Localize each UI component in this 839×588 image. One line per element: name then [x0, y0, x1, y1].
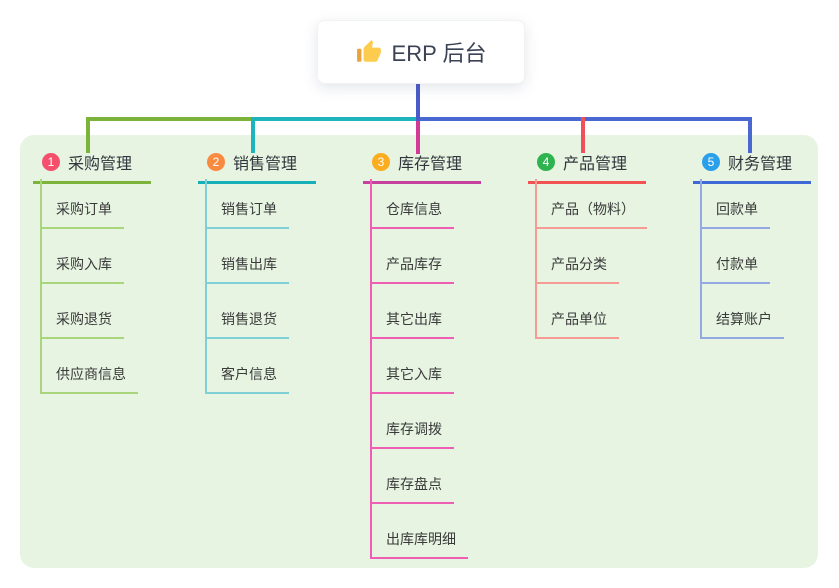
child-node[interactable]: 其它入库 [370, 366, 454, 394]
branch-1-badge: 1 [42, 153, 60, 171]
branch-2-badge: 2 [207, 153, 225, 171]
connector-root-trunk [416, 81, 420, 121]
branch-3-label: 库存管理 [398, 156, 463, 173]
branches-panel [20, 135, 818, 568]
child-node[interactable]: 产品分类 [535, 256, 619, 284]
child-node[interactable]: 产品（物料） [535, 201, 647, 229]
child-node[interactable]: 其它出库 [370, 311, 454, 339]
branch-4-label: 产品管理 [563, 156, 628, 173]
branch-title-inventory[interactable]: 3 库存管理 [363, 150, 481, 184]
child-node[interactable]: 结算账户 [700, 311, 784, 339]
child-node[interactable]: 销售出库 [205, 256, 289, 284]
connector-branch3-drop [416, 121, 420, 154]
branch-4-child-line [535, 179, 537, 339]
branch-title-product[interactable]: 4 产品管理 [528, 150, 646, 184]
root-node-label: ERP 后台 [391, 41, 487, 66]
branch-4-badge: 4 [537, 153, 555, 171]
child-node[interactable]: 库存调拨 [370, 421, 454, 449]
branch-3-badge: 3 [372, 153, 390, 171]
branch-title-purchase[interactable]: 1 采购管理 [33, 150, 151, 184]
child-node[interactable]: 出库库明细 [370, 531, 468, 559]
root-node[interactable]: ERP 后台 [317, 20, 525, 84]
branch-5-badge: 5 [702, 153, 720, 171]
child-node[interactable]: 销售订单 [205, 201, 289, 229]
child-node[interactable]: 付款单 [700, 256, 770, 284]
branch-5-label: 财务管理 [728, 156, 793, 173]
branch-5-child-line [700, 179, 702, 339]
child-node[interactable]: 采购订单 [40, 201, 124, 229]
branch-1-label: 采购管理 [68, 156, 133, 173]
connector-branch5-drop [748, 117, 752, 153]
branch-title-finance[interactable]: 5 财务管理 [693, 150, 811, 184]
connector-branch2-horizontal [251, 117, 420, 121]
thumbs-up-icon [356, 39, 382, 65]
child-node[interactable]: 库存盘点 [370, 476, 454, 504]
connector-branch1-drop [86, 117, 90, 153]
child-node[interactable]: 产品单位 [535, 311, 619, 339]
branch-2-label: 销售管理 [233, 156, 298, 173]
child-node[interactable]: 采购退货 [40, 311, 124, 339]
child-node[interactable]: 仓库信息 [370, 201, 454, 229]
connector-branch4-drop [581, 117, 585, 153]
child-node[interactable]: 回款单 [700, 201, 770, 229]
child-node[interactable]: 采购入库 [40, 256, 124, 284]
branch-1-child-line [40, 179, 42, 394]
child-node[interactable]: 供应商信息 [40, 366, 138, 394]
connector-branch2-drop [251, 117, 255, 153]
branch-2-child-line [205, 179, 207, 394]
child-node[interactable]: 产品库存 [370, 256, 454, 284]
child-node[interactable]: 销售退货 [205, 311, 289, 339]
branch-title-sales[interactable]: 2 销售管理 [198, 150, 316, 184]
child-node[interactable]: 客户信息 [205, 366, 289, 394]
branch-3-child-line [370, 179, 372, 559]
